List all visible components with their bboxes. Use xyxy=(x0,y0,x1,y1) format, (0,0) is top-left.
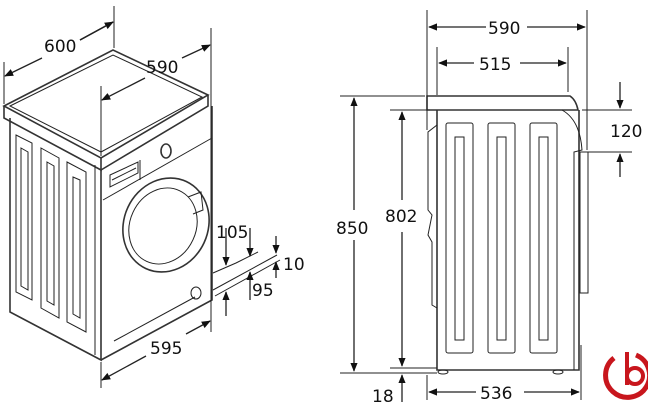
foot xyxy=(437,369,449,375)
body-depth-515-label: 515 xyxy=(479,55,511,75)
width-600-label: 600 xyxy=(44,37,76,57)
side-body xyxy=(426,95,589,375)
feet-18-label: 18 xyxy=(372,387,394,402)
foot xyxy=(552,369,564,375)
height-850-label: 850 xyxy=(336,219,368,239)
hose-105-label: 105 xyxy=(216,223,248,243)
drain-filter-cap xyxy=(190,286,202,300)
hose-95-label: 95 xyxy=(252,281,274,301)
machine-body xyxy=(2,49,213,362)
body-height-802-label: 802 xyxy=(385,207,417,227)
overall-depth-590-label: 590 xyxy=(488,19,520,39)
isometric-view: 600 590 595 105 95 10 xyxy=(4,6,305,388)
front-width-595-label: 595 xyxy=(150,339,182,359)
top-120-label: 120 xyxy=(610,122,642,142)
hose-10-label: 10 xyxy=(283,255,305,275)
program-knob xyxy=(160,143,172,159)
brand-logo xyxy=(603,352,648,400)
depth-590-label: 590 xyxy=(146,58,178,78)
side-view: 590 515 850 802 18 536 120 xyxy=(336,10,642,402)
base-depth-536-label: 536 xyxy=(480,384,512,402)
porthole-door xyxy=(122,177,210,273)
